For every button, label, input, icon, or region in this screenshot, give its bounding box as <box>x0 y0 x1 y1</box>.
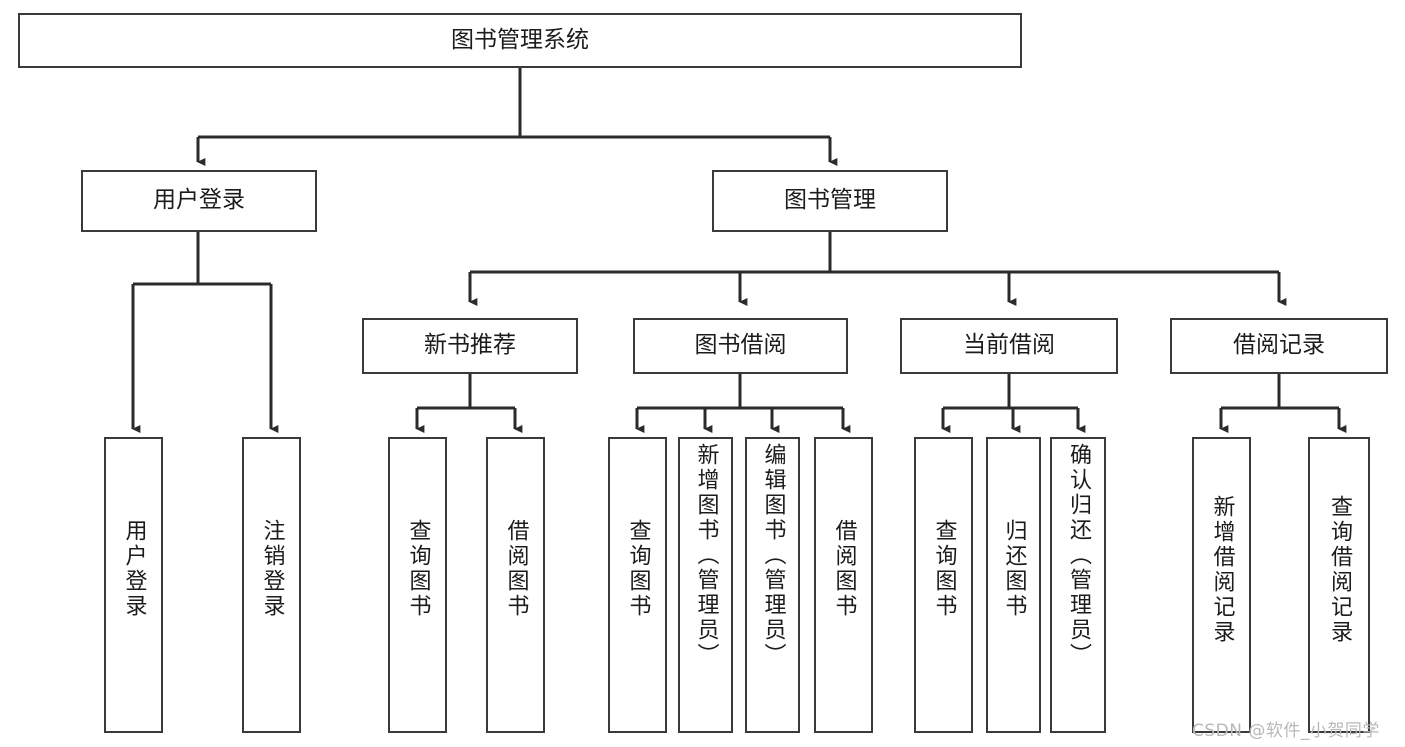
node-label: 当前借阅 <box>963 332 1055 359</box>
node-label: 编辑图书（管理员） <box>760 443 786 668</box>
node-label: 注销登录 <box>259 519 285 619</box>
node-label: 用户登录 <box>153 187 245 214</box>
leaf-borrow-books-new[interactable]: 借阅图书 <box>486 437 545 733</box>
leaf-query-books-borrow[interactable]: 查询图书 <box>608 437 667 733</box>
leaf-return-books[interactable]: 归还图书 <box>986 437 1041 733</box>
leaf-query-books-new[interactable]: 查询图书 <box>388 437 447 733</box>
node-label: 查询图书 <box>625 519 651 619</box>
node-label: 查询图书 <box>931 519 957 619</box>
node-book-management-system[interactable]: 图书管理系统 <box>18 13 1022 68</box>
leaf-edit-book-admin[interactable]: 编辑图书（管理员） <box>745 437 800 733</box>
node-label: 归还图书 <box>1001 519 1027 619</box>
node-book-management[interactable]: 图书管理 <box>712 170 948 232</box>
node-borrow-records[interactable]: 借阅记录 <box>1170 318 1388 374</box>
leaf-logout[interactable]: 注销登录 <box>242 437 301 733</box>
node-book-borrowing[interactable]: 图书借阅 <box>633 318 848 374</box>
node-user-login[interactable]: 用户登录 <box>81 170 317 232</box>
node-label: 图书借阅 <box>694 332 787 359</box>
leaf-borrow-books[interactable]: 借阅图书 <box>814 437 873 733</box>
node-label: 用户登录 <box>121 519 147 619</box>
node-label: 借阅图书 <box>831 519 857 619</box>
node-current-borrowing[interactable]: 当前借阅 <box>900 318 1118 374</box>
node-label: 新增借阅记录 <box>1209 495 1235 645</box>
leaf-add-book-admin[interactable]: 新增图书（管理员） <box>678 437 733 733</box>
node-label: 借阅记录 <box>1233 332 1325 359</box>
node-label: 图书管理 <box>784 187 876 214</box>
leaf-query-borrow-record[interactable]: 查询借阅记录 <box>1308 437 1370 733</box>
node-label: 借阅图书 <box>503 519 529 619</box>
node-label: 查询借阅记录 <box>1327 495 1352 645</box>
node-label: 确认归还（管理员） <box>1066 443 1091 668</box>
node-label: 新增图书（管理员） <box>693 443 719 668</box>
node-label: 新书推荐 <box>424 332 516 359</box>
leaf-confirm-return-admin[interactable]: 确认归还（管理员） <box>1050 437 1106 733</box>
leaf-query-books-current[interactable]: 查询图书 <box>914 437 973 733</box>
leaf-user-login[interactable]: 用户登录 <box>104 437 163 733</box>
node-label: 查询图书 <box>405 519 431 619</box>
node-new-book-recommendation[interactable]: 新书推荐 <box>362 318 578 374</box>
node-label: 图书管理系统 <box>451 26 589 53</box>
leaf-add-borrow-record[interactable]: 新增借阅记录 <box>1192 437 1251 733</box>
